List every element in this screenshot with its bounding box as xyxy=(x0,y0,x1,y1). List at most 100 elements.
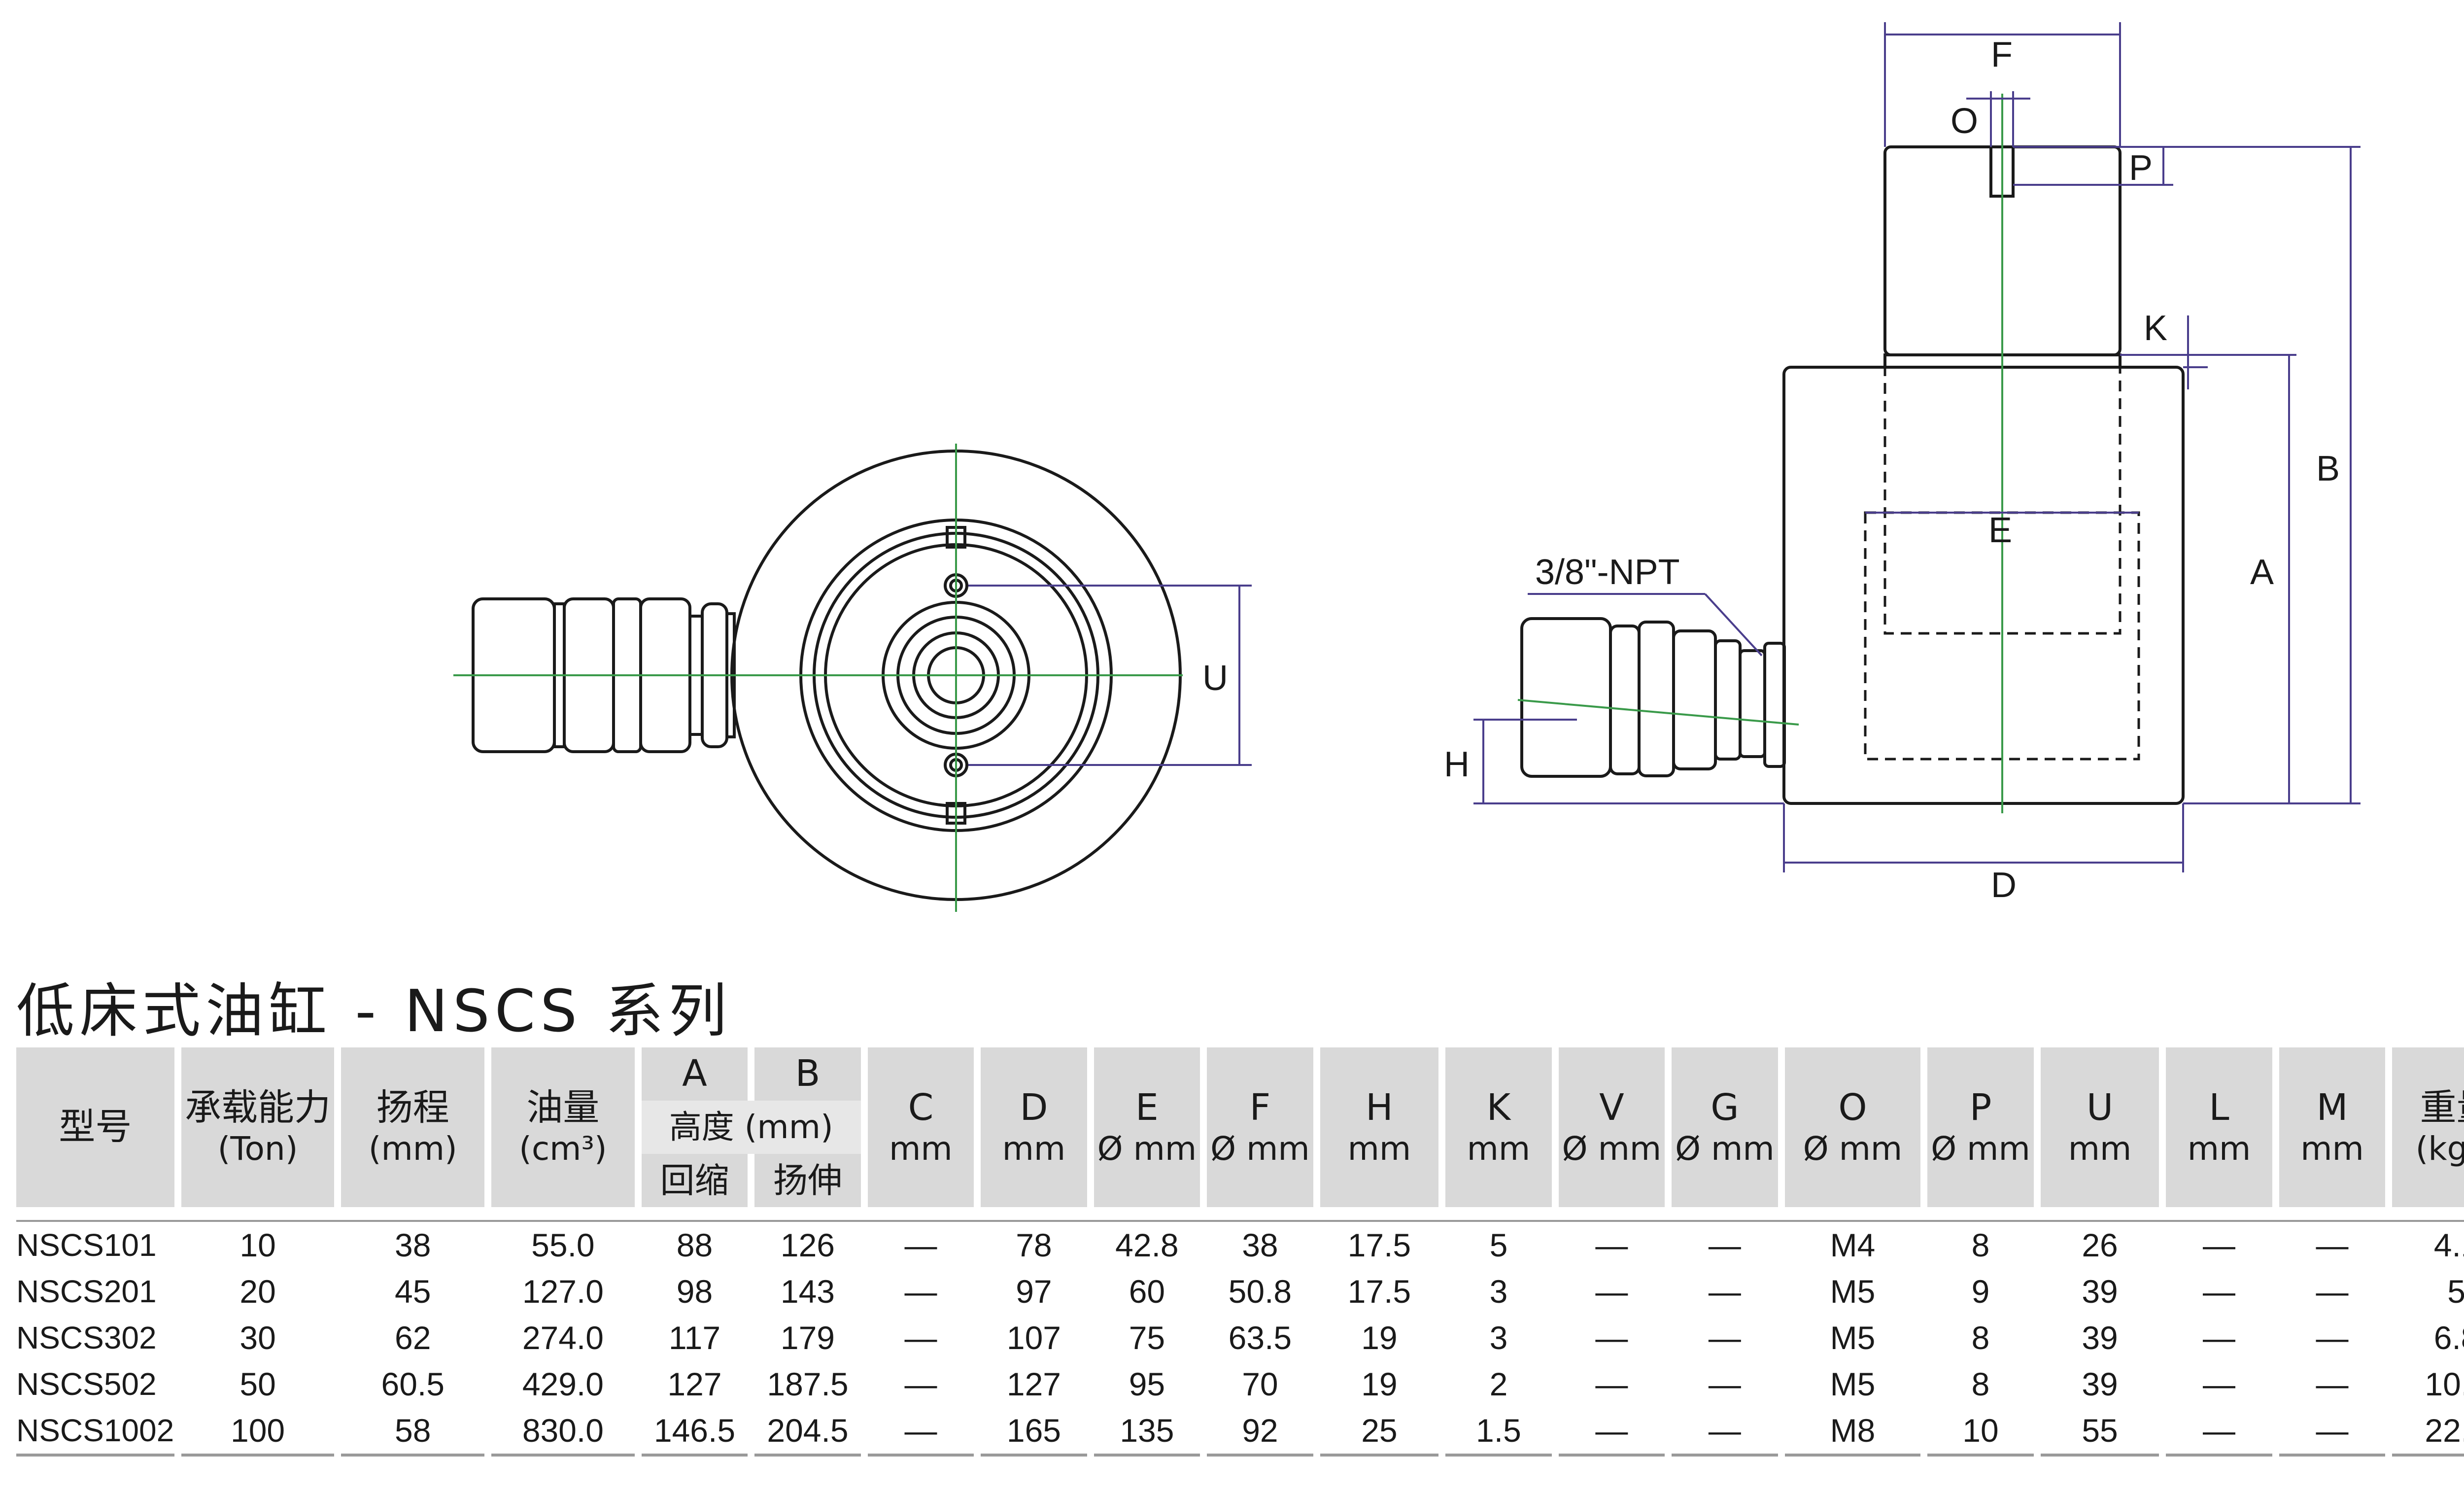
table-cell: — xyxy=(1708,1273,1741,1310)
table-cell: 146.5 xyxy=(641,1407,748,1457)
table-cell: 107 xyxy=(1006,1319,1061,1356)
table-cell: 2 xyxy=(1489,1366,1508,1402)
table-cell: 75 xyxy=(1129,1319,1165,1356)
header-oil: 油量(cm³) xyxy=(491,1047,635,1207)
table-cell: — xyxy=(904,1227,937,1263)
label-a: A xyxy=(2250,553,2274,592)
header-extended: 扬伸 xyxy=(754,1154,861,1207)
table-cell: — xyxy=(2316,1366,2349,1402)
table-cell: 165 xyxy=(981,1407,1087,1457)
table-cell: 274.0 xyxy=(522,1319,604,1356)
table-cell: 8 xyxy=(1971,1227,1990,1263)
table-cell: 126 xyxy=(780,1227,835,1263)
header-stroke: 扬程(mm) xyxy=(341,1047,485,1207)
table-cell: 8 xyxy=(1971,1319,1990,1356)
label-e: E xyxy=(1988,511,2012,550)
table-cell: 97 xyxy=(1016,1273,1052,1310)
header-height-group: 高度 (mm) xyxy=(641,1101,861,1154)
table-cell: M8 xyxy=(1784,1407,1921,1457)
label-k: K xyxy=(2144,309,2167,348)
table-cell: 204.5 xyxy=(754,1407,861,1457)
table-cell: 127.0 xyxy=(522,1273,604,1310)
table-cell: 19 xyxy=(1361,1319,1398,1356)
table-cell: 38 xyxy=(1242,1227,1278,1263)
table-cell: 45 xyxy=(395,1273,431,1310)
table-cell: — xyxy=(2203,1227,2236,1263)
table-cell: 6.8 xyxy=(2433,1319,2464,1356)
table-cell: 70 xyxy=(1242,1366,1278,1402)
label-h: H xyxy=(1444,745,1470,784)
table-cell: 3 xyxy=(1489,1273,1508,1310)
table-cell: 42.8 xyxy=(1115,1227,1179,1263)
cell-model: NSCS1002 xyxy=(16,1407,174,1457)
table-cell: — xyxy=(904,1319,937,1356)
table-cell: — xyxy=(1595,1273,1628,1310)
dimension-u xyxy=(968,585,1252,766)
table-cell: 5 xyxy=(2447,1273,2464,1310)
header-model: 型号 xyxy=(16,1047,174,1207)
table-cell: 4.1 xyxy=(2433,1227,2464,1263)
table-cell: 17.5 xyxy=(1347,1273,1411,1310)
table-cell: 55 xyxy=(2040,1407,2159,1457)
table-cell: — xyxy=(1595,1227,1628,1263)
table-cell: 50.8 xyxy=(1228,1273,1292,1310)
table-cell: 9 xyxy=(1971,1273,1990,1310)
table-cell: 78 xyxy=(1016,1227,1052,1263)
header-b: B xyxy=(754,1047,861,1101)
table-cell: 179 xyxy=(780,1319,835,1356)
technical-drawing: U xyxy=(453,22,2361,912)
table-cell: 60 xyxy=(1129,1273,1165,1310)
header-a: A xyxy=(641,1047,748,1101)
table-cell: 88 xyxy=(676,1227,713,1263)
table-cell: — xyxy=(904,1366,937,1402)
table-cell: M4 xyxy=(1830,1227,1876,1263)
label-o: O xyxy=(1951,102,1978,141)
label-b: B xyxy=(2316,449,2340,488)
table-cell: 8 xyxy=(1971,1366,1990,1402)
table-cell: 127 xyxy=(1006,1366,1061,1402)
side-view-centerlines xyxy=(1517,94,2003,813)
table-cell: — xyxy=(1672,1407,1778,1457)
table-cell: M5 xyxy=(1830,1366,1876,1402)
table-cell: 19 xyxy=(1361,1366,1398,1402)
table-cell: 830.0 xyxy=(491,1407,635,1457)
table-cell: — xyxy=(867,1407,974,1457)
table-cell: — xyxy=(2316,1273,2349,1310)
table-cell: 92 xyxy=(1207,1407,1313,1457)
table-cell: — xyxy=(2203,1273,2236,1310)
table-cell: 98 xyxy=(676,1273,713,1310)
table-cell: — xyxy=(1595,1319,1628,1356)
table-cell: — xyxy=(2279,1407,2386,1457)
table-cell: — xyxy=(2203,1366,2236,1402)
label-p: P xyxy=(2129,148,2153,188)
table-cell: 63.5 xyxy=(1228,1319,1292,1356)
label-npt: 3/8"-NPT xyxy=(1535,553,1680,592)
table-cell: 62 xyxy=(395,1319,431,1356)
page-title: 低床式油缸 - NSCS 系列 xyxy=(16,977,732,1045)
table-cell: 55.0 xyxy=(531,1227,595,1263)
label-d: D xyxy=(1991,866,2017,905)
table-cell: 95 xyxy=(1129,1366,1165,1402)
table-cell: — xyxy=(904,1273,937,1310)
table-cell: — xyxy=(1708,1366,1741,1402)
table-cell: 25 xyxy=(1320,1407,1439,1457)
table-cell: 3 xyxy=(1489,1319,1508,1356)
table-cell: — xyxy=(2316,1227,2349,1263)
table-cell: 10 xyxy=(240,1227,276,1263)
table-cell: 10.9 xyxy=(2425,1366,2464,1402)
table-cell: 429.0 xyxy=(522,1366,604,1402)
